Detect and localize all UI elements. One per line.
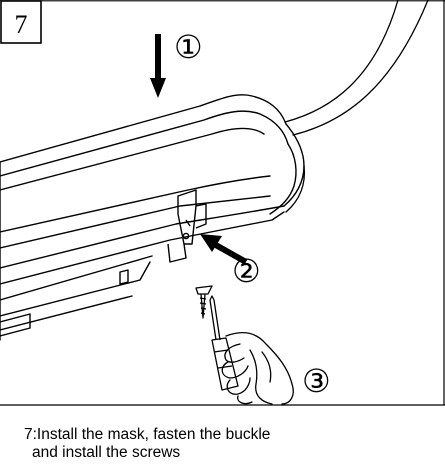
callout-one: ① bbox=[174, 29, 203, 65]
screwdriver-icon bbox=[209, 295, 239, 391]
luminaire-housing bbox=[0, 94, 306, 341]
step-caption: 7:Install the mask, fasten the buckle an… bbox=[24, 426, 434, 462]
callout-three: ③ bbox=[302, 363, 331, 399]
caption-line-2: and install the screws bbox=[32, 444, 181, 461]
figure-frame bbox=[0, 0, 445, 406]
callout-two: ② bbox=[232, 253, 261, 289]
hand-illustration bbox=[221, 332, 294, 405]
step-number: 7 bbox=[15, 10, 28, 39]
down-arrow-icon bbox=[150, 34, 166, 98]
buckle-clip bbox=[167, 189, 207, 263]
power-cable bbox=[284, 0, 429, 136]
caption-line-1: 7:Install the mask, fasten the buckle bbox=[24, 426, 271, 443]
diagonal-arrow-icon bbox=[200, 234, 248, 265]
step-number-box: 7 bbox=[0, 0, 42, 44]
screw-icon bbox=[195, 285, 213, 319]
